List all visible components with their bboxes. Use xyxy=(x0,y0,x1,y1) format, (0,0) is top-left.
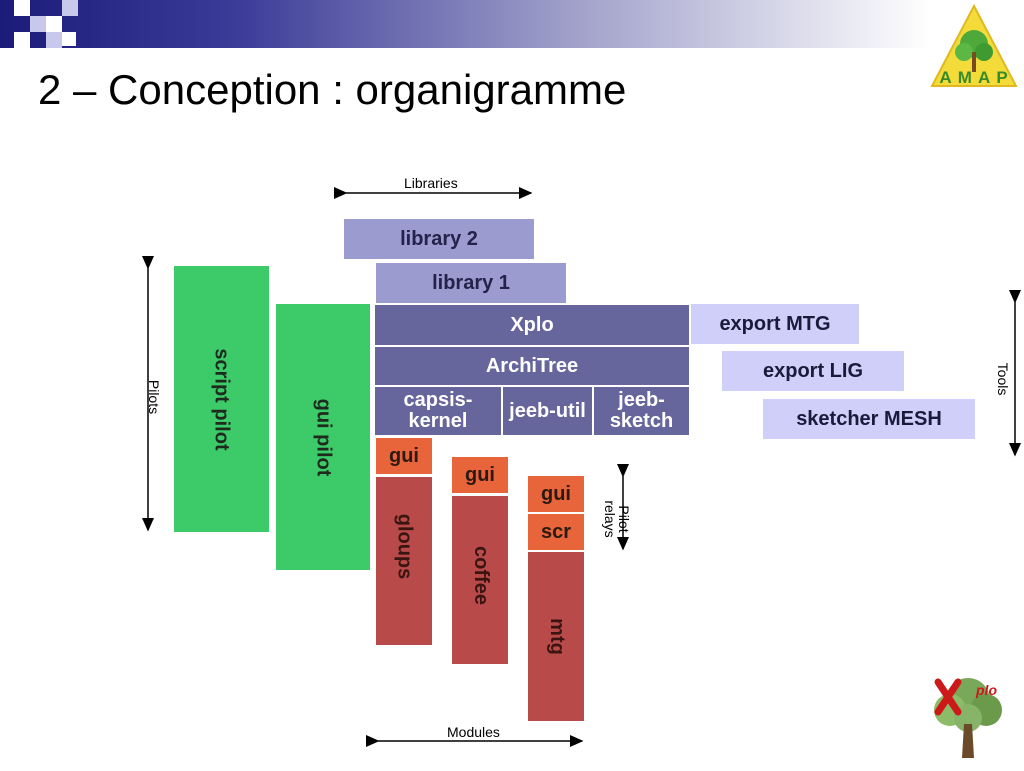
export-mtg-box: export MTG xyxy=(691,304,859,344)
export-mtg-label: export MTG xyxy=(719,312,831,335)
modules-label: Modules xyxy=(447,724,500,740)
xplo-label: Xplo xyxy=(510,313,554,336)
architree-label: ArchiTree xyxy=(485,354,579,377)
gui-relay-mtg: gui xyxy=(527,475,585,513)
gui-pilot-box: gui pilot xyxy=(276,304,370,570)
gui-pilot-label: gui pilot xyxy=(312,398,335,476)
gui-relay-coffee-label: gui xyxy=(465,463,495,486)
gui-relay-coffee: gui xyxy=(451,456,509,494)
jeeb-util-box: jeeb-util xyxy=(502,386,593,436)
coffee-label: coffee xyxy=(469,545,492,605)
export-lig-label: export LIG xyxy=(762,359,863,382)
jeeb-sketch-label: jeeb-sketch xyxy=(609,389,674,432)
scr-relay-mtg: scr xyxy=(527,513,585,551)
amap-logo-text: A M A P xyxy=(939,68,1009,87)
gui-relay-gloups: gui xyxy=(375,437,433,475)
architree-box: ArchiTree xyxy=(374,346,690,386)
pilots-label: Pilots xyxy=(146,379,162,415)
scr-relay-mtg-label: scr xyxy=(540,520,572,543)
pilot-relays-label: Pilot relays xyxy=(602,500,632,538)
script-pilot-box: script pilot xyxy=(174,266,269,532)
slide-title: 2 – Conception : organigramme xyxy=(38,66,627,113)
library-2-label: library 2 xyxy=(400,227,478,250)
gloups-module: gloups xyxy=(375,476,433,646)
sketcher-mesh-label: sketcher MESH xyxy=(796,407,942,430)
jeeb-util-label: jeeb-util xyxy=(509,399,586,422)
mtg-label: mtg xyxy=(545,618,568,655)
gui-relay-mtg-label: gui xyxy=(541,482,571,505)
export-lig-box: export LIG xyxy=(722,351,904,391)
library-1-label: library 1 xyxy=(432,271,510,294)
mtg-module: mtg xyxy=(527,551,585,722)
gloups-label: gloups xyxy=(393,513,416,579)
amap-logo: A M A P xyxy=(928,2,1020,94)
gui-relay-gloups-label: gui xyxy=(389,444,419,467)
xplo-logo: plo xyxy=(918,668,1016,766)
coffee-module: coffee xyxy=(451,495,509,665)
library-1-box: library 1 xyxy=(376,263,566,303)
xplo-box: Xplo xyxy=(374,304,690,346)
libraries-label: Libraries xyxy=(404,175,458,191)
header-gradient-bar xyxy=(0,0,930,48)
sketcher-mesh-box: sketcher MESH xyxy=(763,399,975,439)
capsis-kernel-label: capsis-kernel xyxy=(403,389,473,432)
jeeb-sketch-box: jeeb-sketch xyxy=(593,386,690,436)
xplo-logo-text: plo xyxy=(976,682,997,698)
script-pilot-label: script pilot xyxy=(211,347,234,451)
capsis-kernel-box: capsis-kernel xyxy=(374,386,502,436)
tools-label: Tools xyxy=(995,362,1011,396)
library-2-box: library 2 xyxy=(344,219,534,259)
